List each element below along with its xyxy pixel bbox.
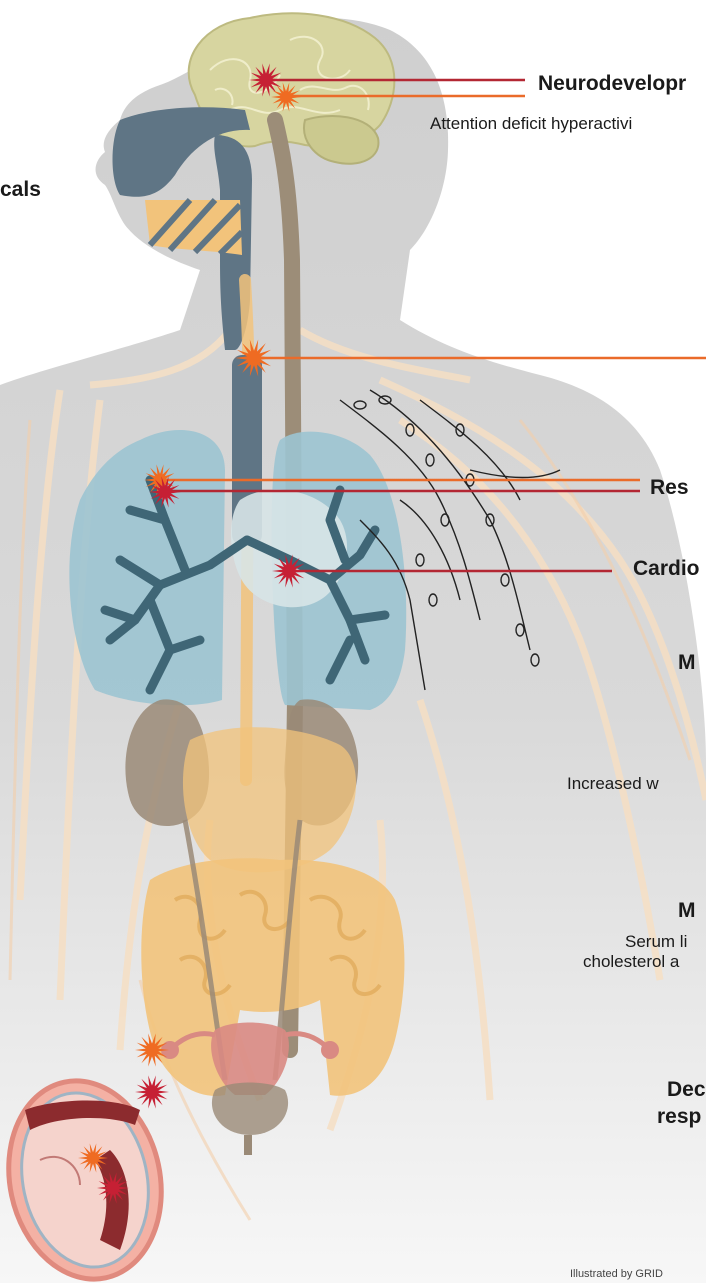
label-metabolic-2-sub1: Serum li xyxy=(625,932,687,952)
label-metabolic-2-sub2: cholesterol a xyxy=(583,952,679,972)
label-left-cut: cals xyxy=(0,178,41,202)
label-decreased-2: resp xyxy=(657,1105,701,1129)
label-metabolic-1: M xyxy=(678,651,696,675)
illustration-credit: Illustrated by GRID xyxy=(570,1268,663,1280)
label-respiratory: Res xyxy=(650,476,689,500)
label-metabolic-2: M xyxy=(678,899,696,923)
label-decreased-1: Dec xyxy=(667,1078,706,1102)
label-metabolic-1-sub: Increased w xyxy=(567,774,659,794)
label-cardiovascular: Cardio xyxy=(633,557,700,581)
label-neurodevelopmental: Neurodevelopr xyxy=(538,72,686,96)
label-neuro-sub: Attention deficit hyperactivi xyxy=(430,114,632,134)
